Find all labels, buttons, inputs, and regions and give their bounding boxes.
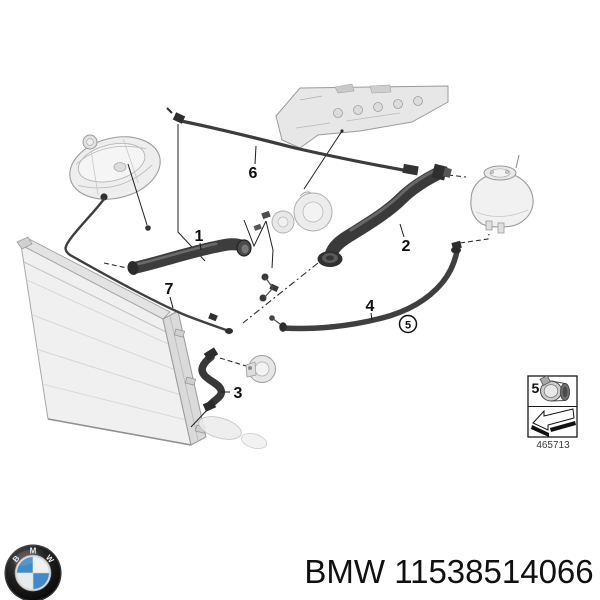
hose-1-radiator-hose	[127, 238, 252, 275]
hose-6-vent-pipe	[166, 107, 419, 176]
roundel-letter-m: M	[30, 547, 37, 556]
hose-2-coolant-hose	[317, 163, 452, 267]
hose-clamp-icon	[539, 374, 570, 402]
detail-box: 5 465713	[527, 374, 578, 451]
svg-text:7: 7	[165, 281, 174, 298]
dashed-connection-lines	[103, 174, 490, 367]
radiator	[16, 236, 207, 446]
catalog-number: 465713	[536, 440, 570, 451]
part-number-text: BMW 11538514066	[304, 553, 593, 590]
hose-4-vent-hose	[279, 240, 462, 332]
callout-6: 6	[249, 145, 258, 182]
clip-fitting	[145, 225, 151, 231]
direction-arrow-icon	[531, 408, 576, 437]
expansion-tank-left	[69, 134, 161, 201]
callout-4: 4	[366, 298, 375, 321]
thermostat-housing	[253, 191, 333, 234]
bmw-roundel-logo: B M W	[4, 544, 62, 600]
svg-text:4: 4	[366, 298, 375, 315]
callout-2: 2	[399, 223, 411, 255]
roundel-letter-w: W	[44, 553, 56, 565]
water-pump	[245, 355, 276, 383]
tank-outlet-stub	[485, 220, 493, 231]
svg-text:6: 6	[249, 165, 258, 182]
detail-box-callout: 5	[532, 380, 540, 396]
roundel-letter-b: B	[11, 554, 22, 564]
callout-1: 1	[195, 228, 204, 251]
roundel-quadrant-white	[16, 572, 34, 590]
callout-7: 7	[165, 281, 174, 309]
hose-fitting-cluster	[259, 273, 281, 325]
callout-3: 3	[221, 385, 243, 402]
hose-3-coolant-hose	[198, 347, 226, 412]
svg-text:2: 2	[402, 238, 411, 255]
expansion-tank-right	[470, 154, 534, 234]
engine-cylinder-head	[275, 83, 449, 149]
hose-7-overflow-line	[64, 197, 233, 334]
svg-text:1: 1	[195, 228, 204, 245]
svg-text:3: 3	[234, 385, 243, 402]
tank-outlet-nipple	[100, 193, 108, 201]
callout-5-circled: 5	[398, 314, 418, 334]
tank-outlet-stub	[497, 222, 505, 234]
mounting-bracket	[198, 416, 268, 450]
svg-text:5: 5	[405, 320, 411, 332]
